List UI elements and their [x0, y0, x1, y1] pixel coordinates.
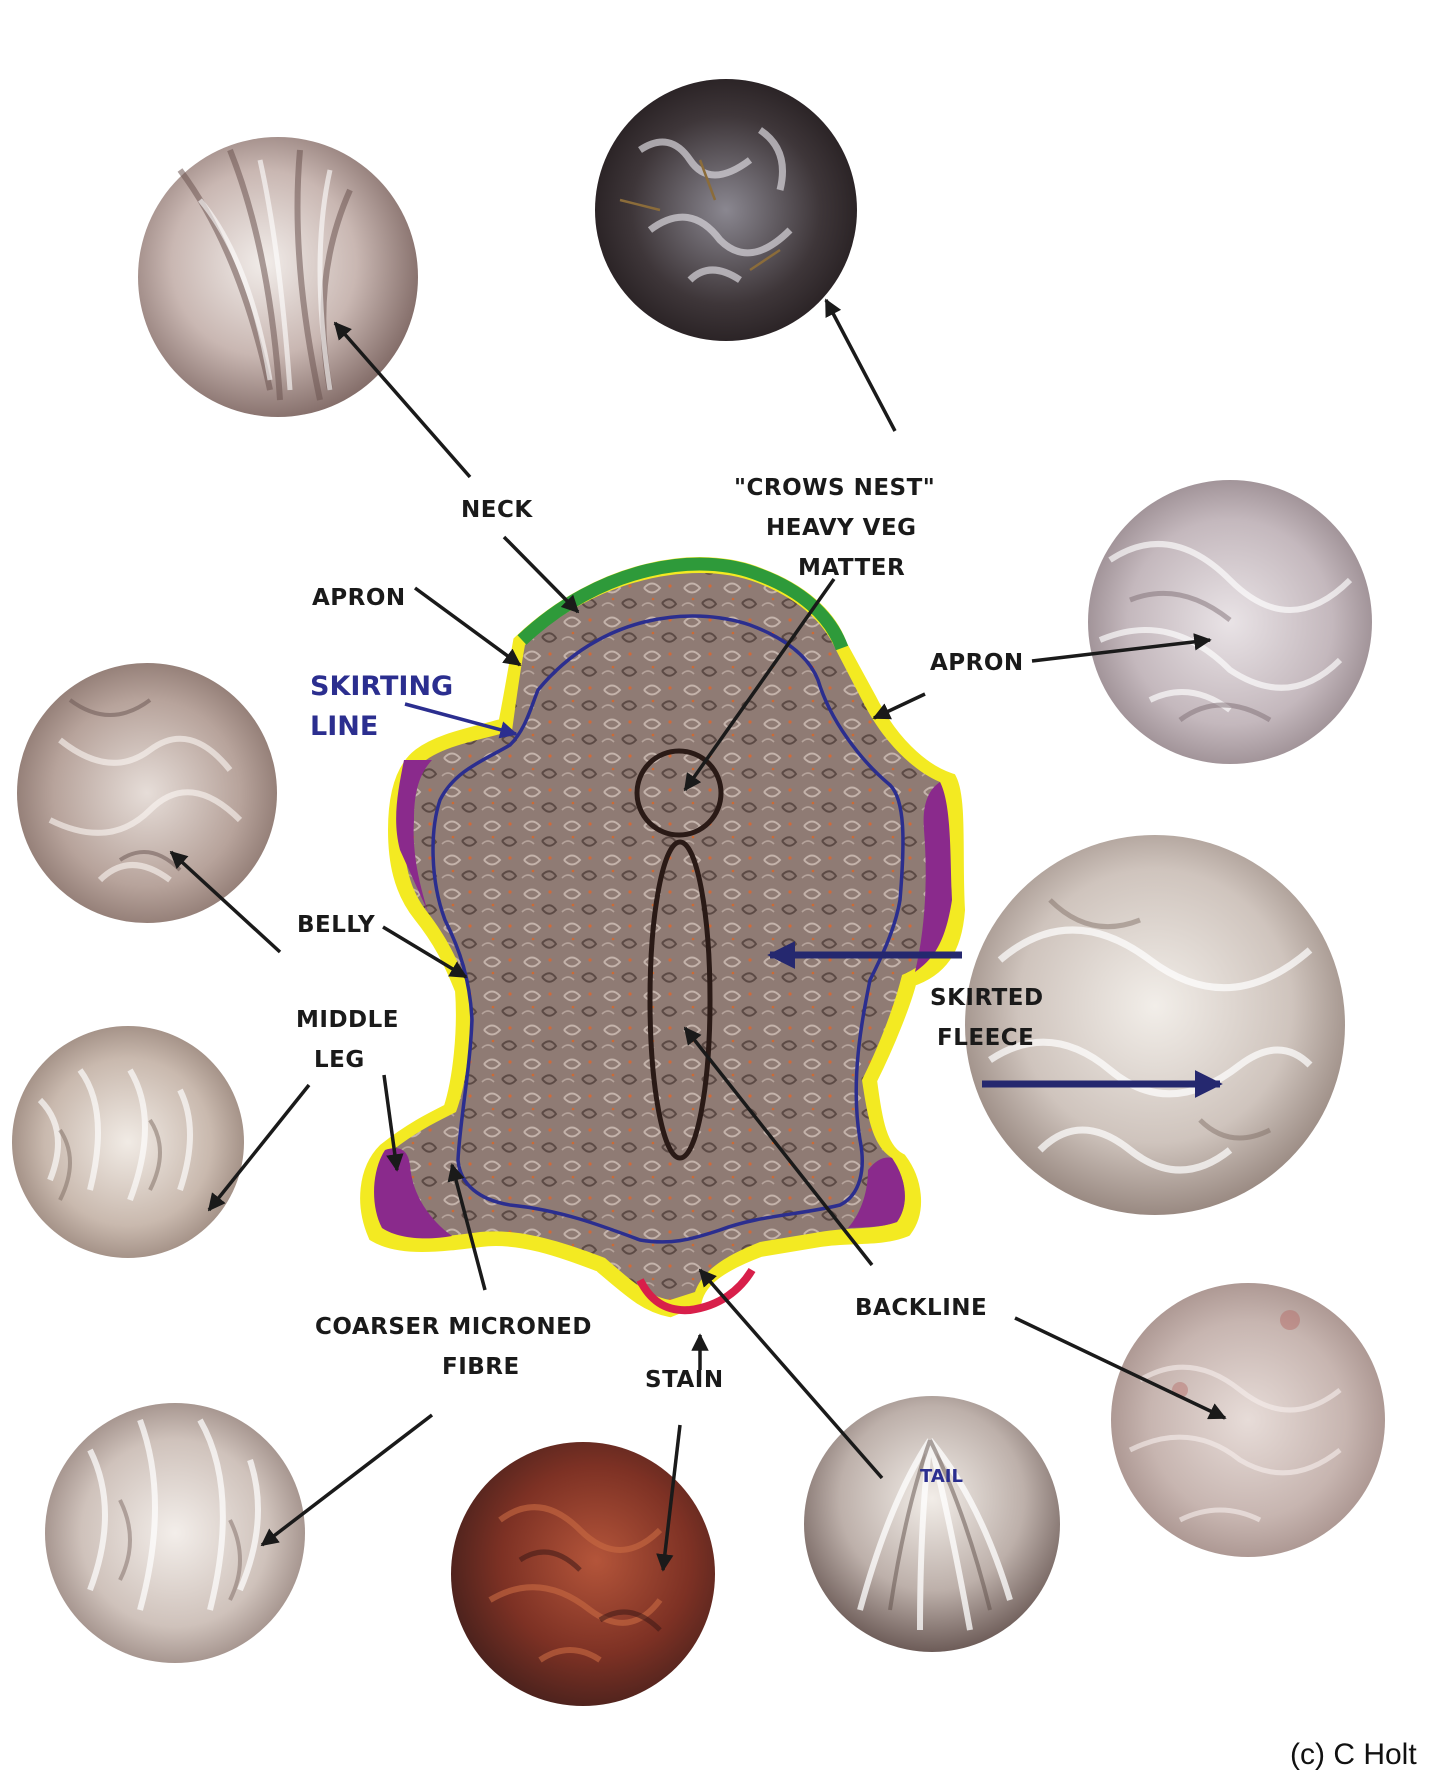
label-skirting-1: SKIRTING — [310, 671, 453, 702]
sample-middle-leg — [12, 1026, 244, 1258]
sample-belly — [17, 663, 277, 923]
label-neck: NECK — [461, 497, 533, 523]
label-apron-left: APRON — [312, 585, 406, 611]
label-middle-leg-2: LEG — [314, 1047, 365, 1073]
label-crows-nest-1: "CROWS NEST" — [734, 475, 935, 501]
label-crows-nest-2: HEAVY VEG — [766, 515, 917, 541]
label-backline: BACKLINE — [855, 1295, 987, 1321]
sample-backline — [1111, 1283, 1385, 1557]
sample-neck — [138, 137, 418, 417]
copyright-credit: (c) C Holt — [1290, 1738, 1417, 1771]
sample-crows-nest — [595, 79, 857, 341]
label-apron-right: APRON — [930, 650, 1024, 676]
label-skirting-2: LINE — [310, 711, 378, 742]
label-coarser-1: COARSER MICRONED — [315, 1314, 592, 1340]
sample-coarser-micron-fibre — [45, 1403, 305, 1663]
fleece-shape — [367, 564, 958, 1310]
label-crows-nest-3: MATTER — [798, 555, 905, 581]
label-skirted-1: SKIRTED — [930, 985, 1044, 1011]
label-skirted-2: FLEECE — [937, 1025, 1034, 1051]
sample-apron-right — [1088, 480, 1372, 764]
label-tail: TAIL — [920, 1466, 963, 1487]
label-coarser-2: FIBRE — [442, 1354, 520, 1380]
label-stain: STAIN — [645, 1367, 724, 1393]
sample-stain — [451, 1442, 715, 1706]
label-middle-leg-1: MIDDLE — [296, 1007, 399, 1033]
label-belly: BELLY — [297, 912, 375, 938]
